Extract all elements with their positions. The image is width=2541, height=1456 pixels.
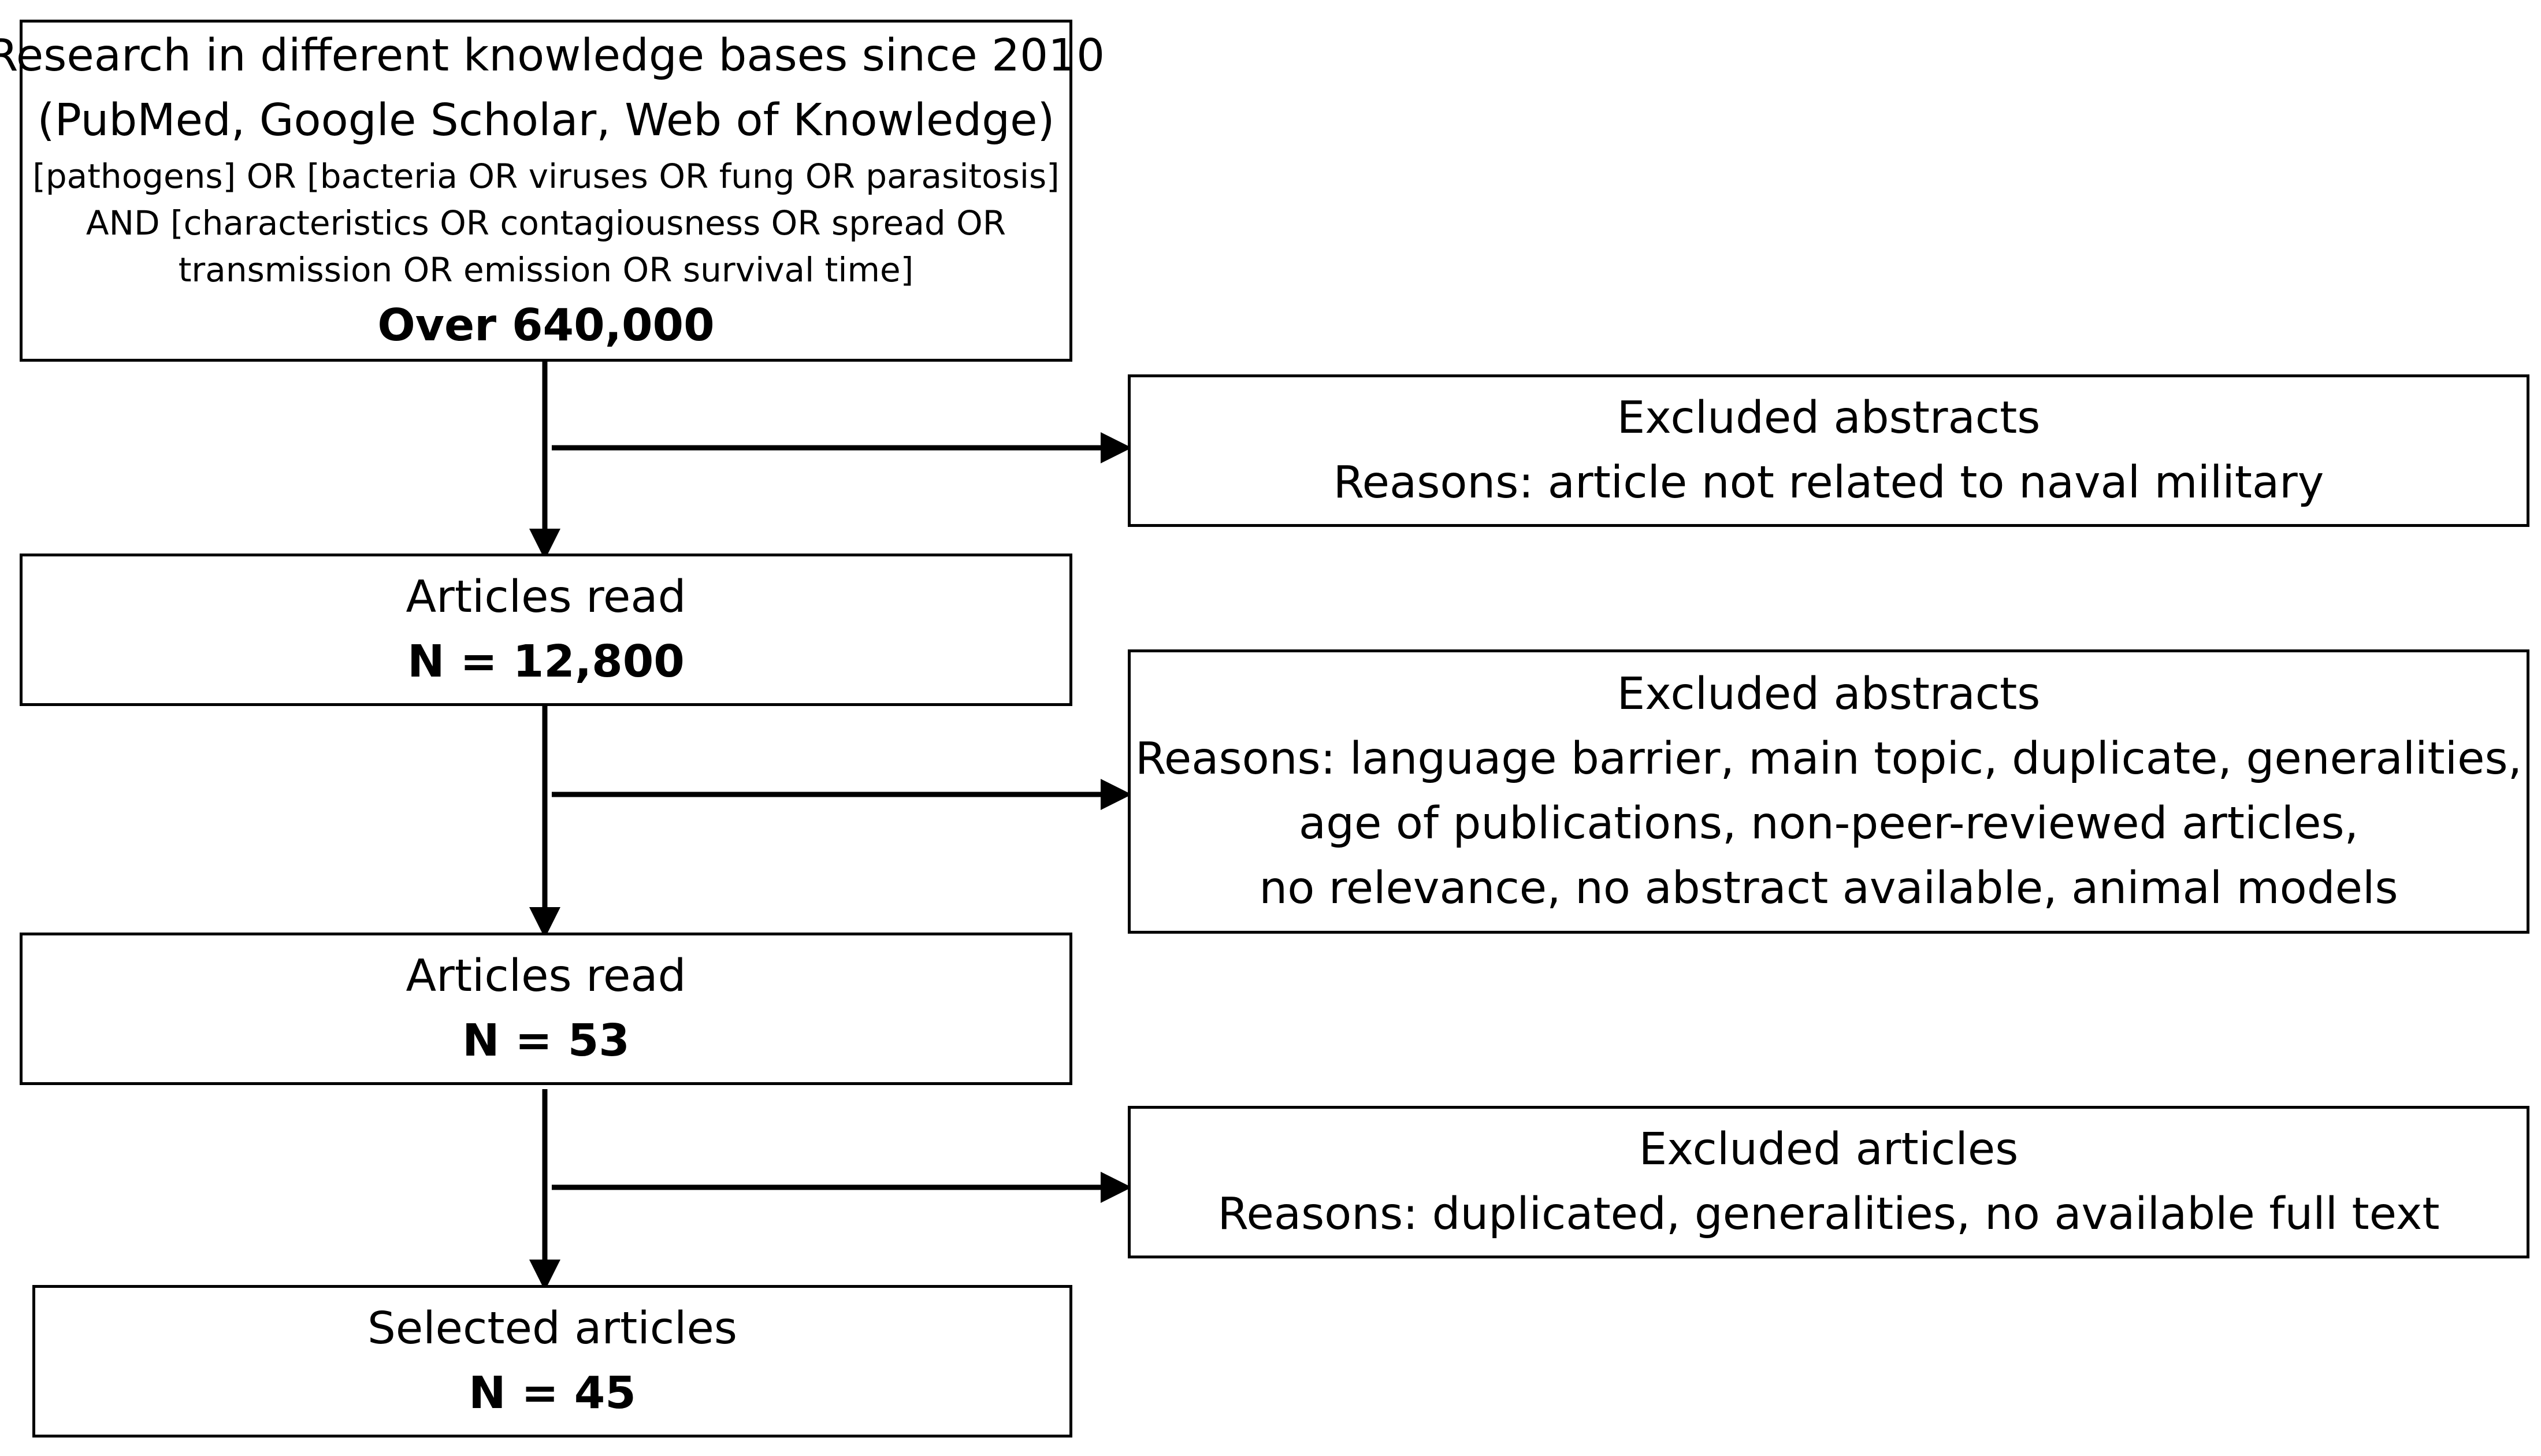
articles-read-1-title: Articles read xyxy=(406,571,686,623)
search-query-line1: [pathogens] OR [bacteria OR viruses OR f… xyxy=(32,156,1060,196)
search-box: Research in different knowledge bases si… xyxy=(0,20,1105,362)
articles-read-1-count: N = 12,800 xyxy=(407,636,685,688)
articles-read-2-count: N = 53 xyxy=(462,1015,630,1067)
exclusion-box-3: Excluded articles Reasons: duplicated, g… xyxy=(1128,1106,2529,1258)
search-result-count: Over 640,000 xyxy=(377,299,715,351)
exclusion-2-reasons-line3: no relevance, no abstract available, ani… xyxy=(1259,863,2398,914)
articles-read-box-1: Articles read N = 12,800 xyxy=(20,554,1072,706)
exclusion-box-2: Excluded abstracts Reasons: language bar… xyxy=(1128,649,2529,934)
search-query-line2: AND [characteristics OR contagiousness O… xyxy=(86,203,1006,243)
exclusion-2-reasons-line2: age of publications, non-peer-reviewed a… xyxy=(1298,798,2359,849)
exclusion-3-title: Excluded articles xyxy=(1639,1124,2019,1175)
articles-read-box-2: Articles read N = 53 xyxy=(20,933,1072,1085)
selected-articles-count: N = 45 xyxy=(469,1368,636,1419)
exclusion-1-title: Excluded abstracts xyxy=(1617,392,2041,444)
exclusion-3-reasons: Reasons: duplicated, generalities, no av… xyxy=(1217,1188,2440,1240)
exclusion-1-reasons: Reasons: article not related to naval mi… xyxy=(1333,457,2324,508)
search-box-line1: Research in different knowledge bases si… xyxy=(0,29,1105,81)
exclusion-box-1: Excluded abstracts Reasons: article not … xyxy=(1128,374,2529,527)
selected-articles-box: Selected articles N = 45 xyxy=(32,1285,1072,1438)
search-box-line2: (PubMed, Google Scholar, Web of Knowledg… xyxy=(37,94,1055,146)
exclusion-2-reasons-line1: Reasons: language barrier, main topic, d… xyxy=(1135,733,2523,785)
selected-articles-title: Selected articles xyxy=(367,1303,737,1354)
articles-read-2-title: Articles read xyxy=(406,950,686,1002)
search-query-line3: transmission OR emission OR survival tim… xyxy=(178,250,914,289)
exclusion-2-title: Excluded abstracts xyxy=(1617,668,2041,720)
